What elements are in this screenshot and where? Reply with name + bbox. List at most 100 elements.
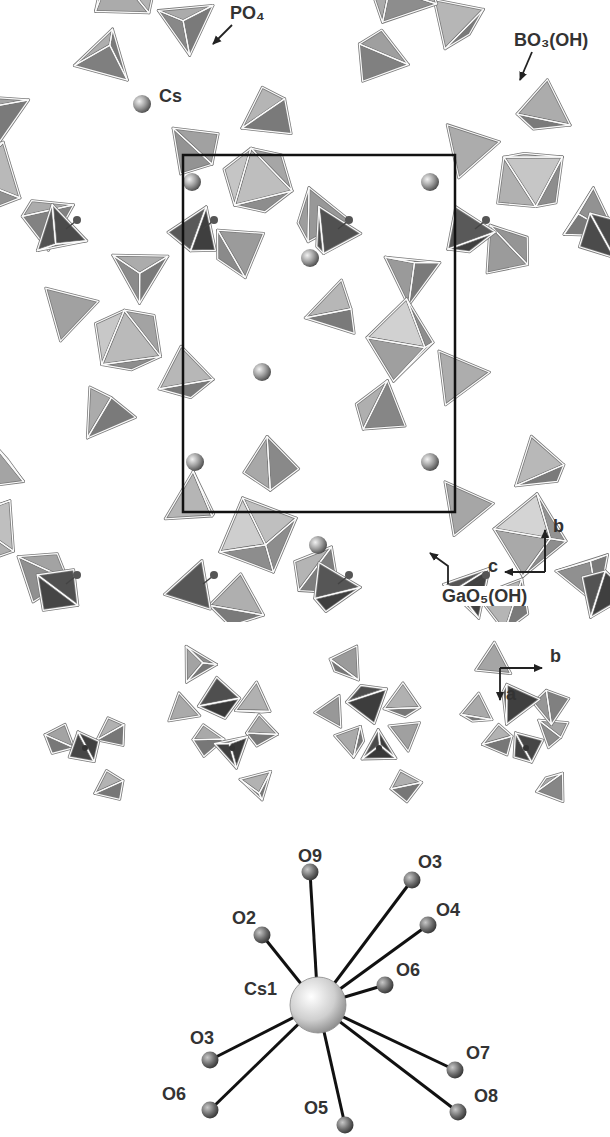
framework-view (0, 0, 610, 622)
atom-label: O6 (162, 1084, 186, 1104)
polyhedron-label: PO₄ (228, 3, 267, 23)
h-atom (229, 745, 235, 751)
h-atom (73, 571, 81, 579)
po4-tetrahedron (482, 724, 512, 755)
po4-tetrahedron (461, 693, 492, 721)
oxygen-atom (202, 1102, 219, 1119)
oxygen-atom (404, 872, 421, 889)
axis-arrow (500, 667, 542, 669)
atom-label: O3 (418, 852, 442, 872)
polyhedron-label: GaO₅(OH) (440, 586, 529, 606)
po4-tetrahedron (389, 723, 420, 752)
po4-tetrahedron (359, 30, 408, 81)
h-atom (73, 216, 81, 224)
polyhedron-label: BO₃(OH) (512, 30, 590, 50)
atom-label: O2 (232, 908, 256, 928)
bo3oh-tetrahedron (168, 207, 216, 251)
oxygen-atom (420, 917, 437, 934)
cs-atom (253, 363, 271, 381)
bo3oh-tetrahedron (346, 685, 386, 723)
atom-label: O5 (304, 1098, 328, 1118)
cs-atom (186, 453, 204, 471)
axis-arrow (544, 530, 546, 572)
atom-label: O4 (436, 900, 460, 920)
po4-tetrahedron (95, 770, 123, 799)
po4-tetrahedron (158, 5, 213, 55)
h-atom (345, 216, 353, 224)
po4-tetrahedron (516, 436, 564, 486)
po4-tetrahedron (74, 29, 127, 80)
oxygen-atom (447, 1062, 464, 1079)
po4-tetrahedron (533, 690, 569, 724)
po4-tetrahedron (315, 696, 341, 728)
po4-tetrahedron (45, 724, 74, 753)
po4-tetrahedron (0, 96, 29, 145)
po4-tetrahedron (240, 771, 271, 800)
po4-tetrahedron (539, 720, 568, 748)
po4-tetrahedron (385, 257, 440, 305)
bo3oh-tetrahedron (37, 570, 78, 611)
gao5oh-octahedron (95, 0, 160, 13)
cs-atom (309, 536, 327, 554)
atom-label: O3 (190, 1028, 214, 1048)
atom-label: O6 (396, 960, 420, 980)
cs-atom (133, 95, 151, 113)
po4-tetrahedron (87, 387, 135, 438)
po4-tetrahedron (537, 773, 563, 802)
gao5oh-octahedron (0, 142, 20, 218)
cs1-atom (290, 977, 346, 1033)
bo3oh-tetrahedron (317, 206, 361, 253)
bo3oh-tetrahedron (198, 677, 240, 718)
h-atom (345, 571, 353, 579)
axis-label: c (488, 556, 498, 576)
oxygen-atom (377, 977, 394, 994)
cs-atom (421, 173, 439, 191)
po4-tetrahedron (169, 693, 200, 721)
bo3oh-tetrahedron (503, 684, 540, 724)
leader-arrow (213, 25, 232, 44)
gao5oh-octahedron (0, 501, 14, 570)
po4-tetrahedron (439, 351, 490, 405)
po4-tetrahedron (218, 230, 264, 278)
po4-tetrahedron (330, 646, 358, 680)
bo3oh-tetrahedron (362, 730, 396, 760)
po4-tetrahedron (236, 682, 271, 712)
oxygen-atom (450, 1104, 467, 1121)
po4-tetrahedron (305, 280, 354, 334)
gao5oh-octahedron (498, 153, 563, 206)
bo3oh-tetrahedron (315, 563, 361, 612)
po4-tetrahedron (113, 255, 168, 303)
bo3oh-tetrahedron (582, 571, 610, 617)
atom-label: O8 (474, 1086, 498, 1106)
po4-tetrahedron (244, 436, 299, 490)
bo3oh-tetrahedron (215, 737, 248, 769)
bo3oh-tetrahedron (69, 732, 99, 762)
oxygen-atom (302, 864, 319, 881)
po4-tetrahedron (159, 346, 213, 398)
leader-arrow (430, 553, 448, 584)
axis-label: b (550, 646, 561, 666)
gao5oh-octahedron (494, 494, 566, 577)
po4-tetrahedron (391, 771, 422, 802)
gao5oh-octahedron (363, 0, 436, 22)
oxygen-atom (202, 1052, 219, 1069)
bo3oh-tetrahedron (164, 560, 210, 609)
atom-label: O9 (298, 846, 322, 866)
oxygen-atom (337, 1117, 354, 1134)
atom-label: Cs (157, 86, 184, 106)
po4-tetrahedron (384, 683, 420, 717)
po4-tetrahedron (242, 87, 291, 134)
coordination-view (202, 864, 467, 1134)
cs-atom (183, 173, 201, 191)
axis-label: b (553, 516, 564, 536)
po4-tetrahedron (356, 381, 405, 430)
h-atom (482, 216, 490, 224)
oxygen-atom (254, 927, 271, 944)
h-atom (376, 745, 382, 751)
axis-arrow (499, 668, 501, 700)
atom-label: O7 (466, 1043, 490, 1063)
h-atom (210, 571, 218, 579)
po4-tetrahedron (335, 726, 364, 757)
